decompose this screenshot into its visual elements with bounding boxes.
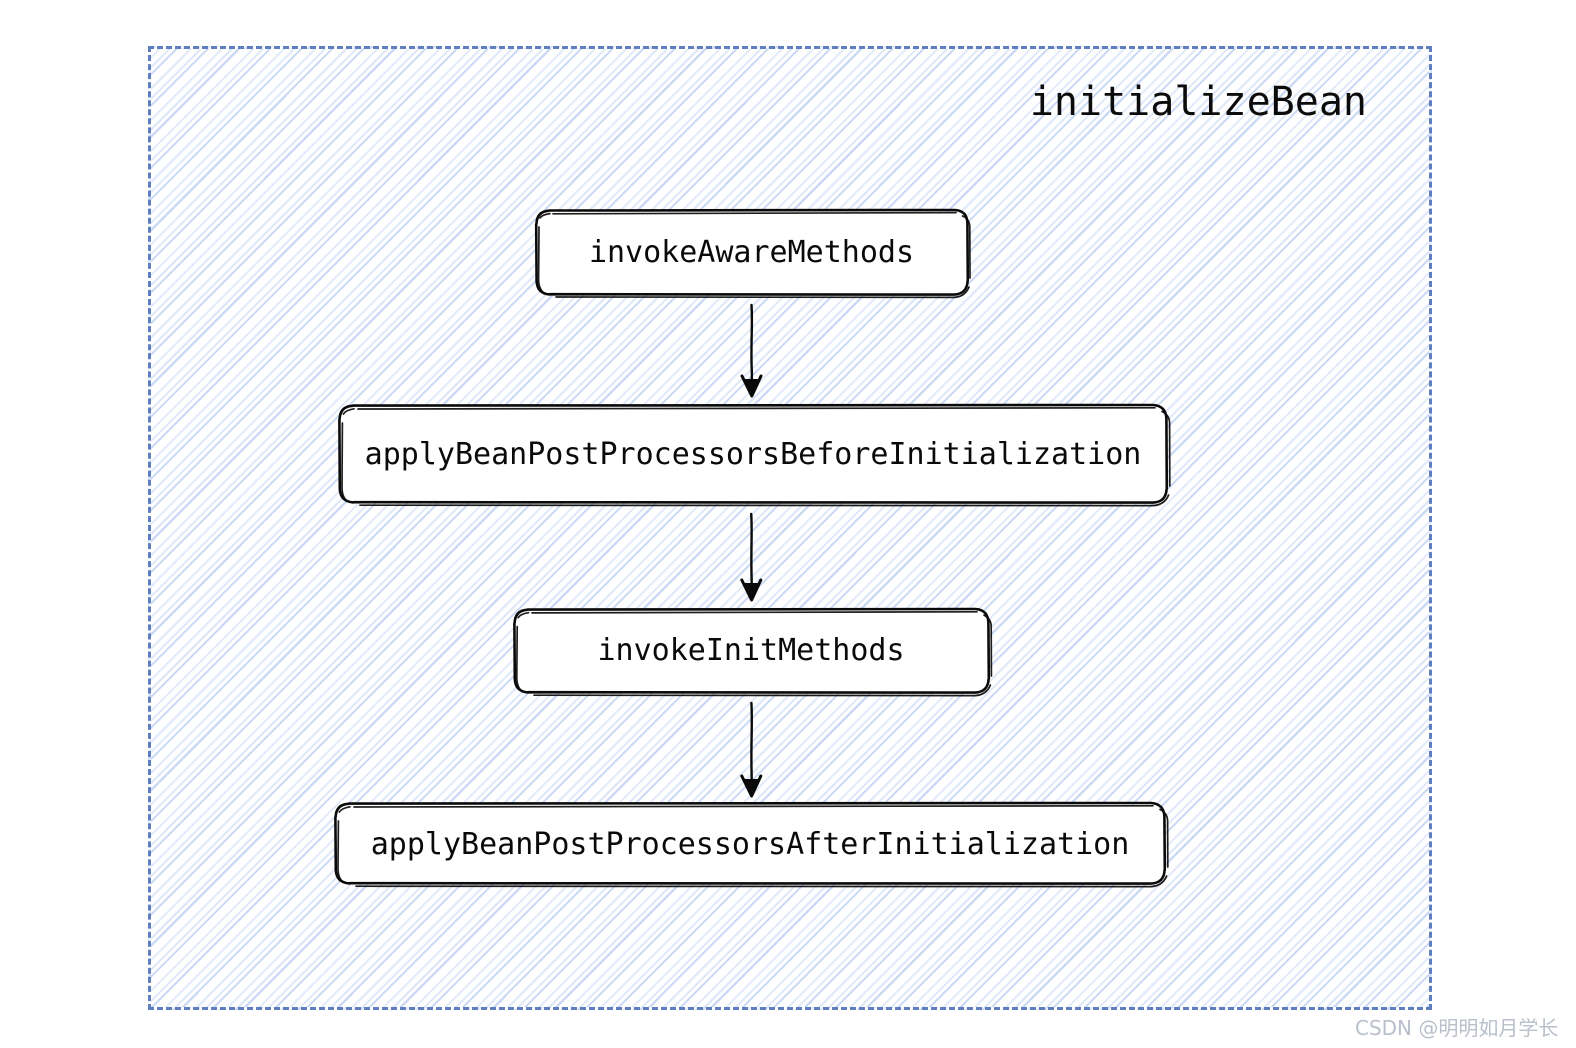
- node-label: applyBeanPostProcessorsAfterInitializati…: [370, 826, 1130, 862]
- cluster-initialize-bean: initializeBean: [148, 46, 1432, 1010]
- edge-n2-n3: [740, 512, 763, 602]
- node-label: applyBeanPostProcessorsBeforeInitializat…: [364, 436, 1142, 472]
- cluster-title: initializeBean: [1029, 79, 1367, 125]
- node-invoke-aware-methods[interactable]: invokeAwareMethods: [530, 199, 973, 305]
- node-invoke-init-methods[interactable]: invokeInitMethods: [508, 598, 994, 703]
- watermark: CSDN @明明如月学长: [1355, 1016, 1559, 1040]
- edge-n1-n2: [740, 303, 763, 398]
- node-label: invokeAwareMethods: [588, 234, 915, 270]
- node-apply-bean-post-processors-after-initialization[interactable]: applyBeanPostProcessorsAfterInitializati…: [329, 794, 1171, 894]
- edge-n3-n4: [740, 701, 763, 798]
- node-apply-bean-post-processors-before-initialization[interactable]: applyBeanPostProcessorsBeforeInitializat…: [333, 394, 1173, 514]
- node-label: invokeInitMethods: [597, 633, 905, 668]
